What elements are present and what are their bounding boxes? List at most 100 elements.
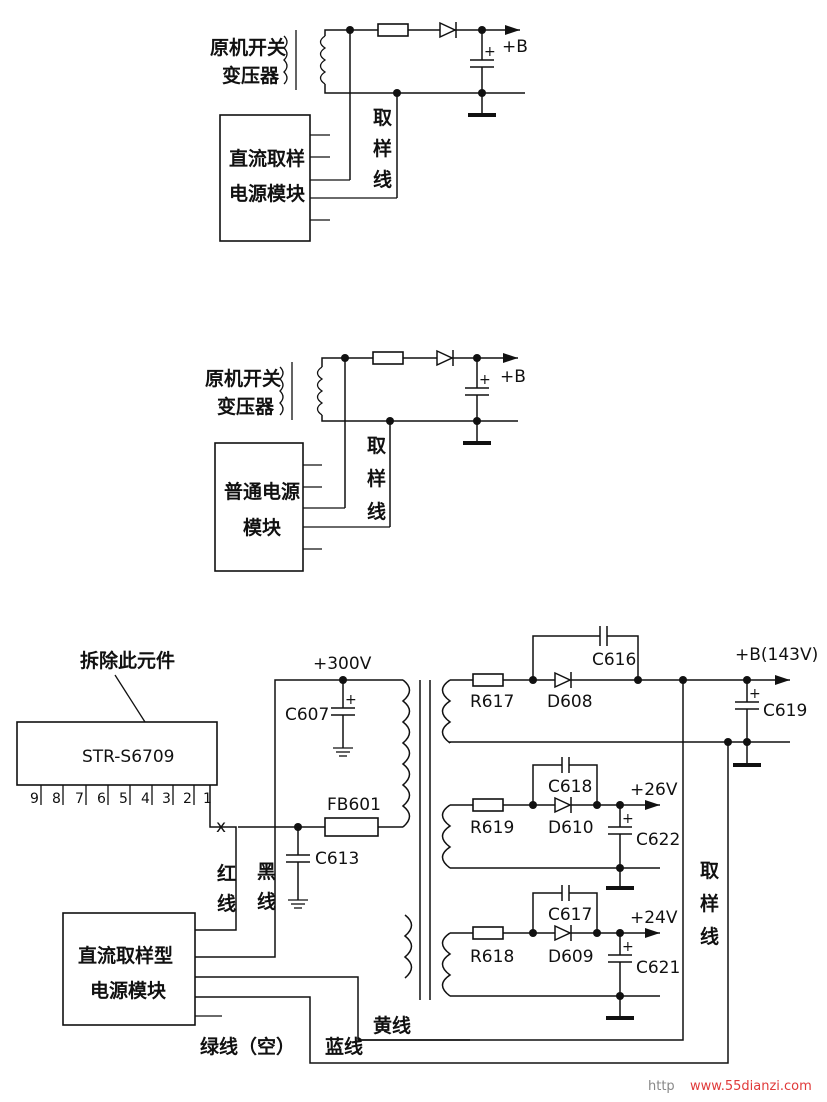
d2-sample-label-3: 线: [367, 500, 386, 523]
d1-module-label-2: 电源模块: [229, 182, 306, 205]
r617: [472, 673, 504, 687]
d3-module-label-2: 电源模块: [90, 979, 167, 1002]
v24-label: +24V: [630, 908, 678, 928]
diagram-1: 原机开关 变压器 +B + 直流取样 电源模块 取 样: [210, 21, 528, 242]
c616-label: C616: [592, 650, 636, 670]
remove-note: 拆除此元件: [80, 649, 175, 672]
ic-pin-label: 4: [141, 791, 150, 807]
c618-label: C618: [548, 777, 592, 797]
ic-pin-label: 1: [203, 791, 212, 807]
blue-wire: [195, 742, 729, 1064]
d609: [554, 924, 572, 942]
d1-sample-label-3: 线: [373, 168, 392, 191]
black-wire: [274, 679, 403, 938]
d2-module: [214, 442, 304, 572]
primary-coil: [401, 679, 411, 828]
d1-output-label: +B: [502, 37, 528, 57]
d3-module: [62, 912, 196, 1026]
d1-module: [219, 114, 311, 242]
r617-label: R617: [470, 692, 514, 712]
diagram-2: 原机开关 变压器 +B + 普通电源 模块 取 样 线: [205, 349, 526, 572]
d1-sample-label-1: 取: [373, 107, 392, 129]
diagram-3: 拆除此元件 STR-S6709 9 8 7 6 5 4 3 2 1 x +300…: [16, 626, 818, 1064]
ic-pin-label: 2: [183, 791, 192, 807]
d2-sample-label-2: 样: [367, 467, 386, 490]
ic-pins: 9 8 7 6 5 4 3 2 1: [30, 785, 212, 807]
x-mark: x: [216, 817, 226, 837]
black-label-1: 黑: [257, 861, 276, 883]
d1-top-wire: [324, 29, 520, 36]
red-label-2: 线: [217, 892, 236, 915]
svg-text:+: +: [622, 939, 634, 955]
r619: [472, 798, 504, 812]
ic-pin-label: 9: [30, 791, 39, 807]
ic-label: STR-S6709: [82, 747, 175, 767]
yellow-label: 黄线: [373, 1014, 411, 1037]
d1-primary-coil: [283, 35, 288, 85]
d3-module-label-1: 直流取样型: [78, 944, 173, 967]
svg-text:+: +: [345, 692, 357, 708]
red-wire: [195, 826, 237, 931]
ic-pin-label: 7: [75, 791, 84, 807]
ic-pin-label: 3: [162, 791, 171, 807]
b-out-label: +B(143V): [735, 645, 818, 665]
ic-pin-label: 6: [97, 791, 106, 807]
d1-resistor: [377, 23, 409, 37]
v26-label: +26V: [630, 780, 678, 800]
ic-str-s6709: [16, 721, 218, 786]
d1-transformer-label-2: 变压器: [222, 64, 280, 87]
d3-sample-label-3: 线: [700, 925, 719, 948]
remove-note-pointer: [114, 674, 146, 723]
d2-module-label-1: 普通电源: [224, 480, 300, 503]
c613-label: C613: [315, 849, 359, 869]
red-label-1: 红: [217, 862, 236, 885]
fb601: [324, 817, 379, 837]
black-label-2: 线: [257, 890, 276, 913]
svg-text:+: +: [749, 686, 761, 702]
d1-sample-label-2: 样: [373, 137, 392, 160]
d1-diode: [439, 21, 457, 39]
svg-text:+: +: [622, 811, 634, 827]
d3-sample-label-1: 取: [700, 860, 719, 882]
d2-transformer-label-1: 原机开关: [205, 367, 281, 390]
d609-label: D609: [548, 947, 594, 967]
r619-label: R619: [470, 818, 514, 838]
blue-label: 蓝线: [325, 1035, 363, 1058]
d2-output-label: +B: [500, 367, 526, 387]
r618: [472, 926, 504, 940]
d1-module-label-1: 直流取样: [229, 147, 305, 170]
d2-diode: [436, 349, 454, 367]
d1-bottom-wire: [324, 84, 525, 94]
aux-coil: [403, 914, 413, 979]
d1-secondary-coil: [319, 35, 327, 85]
d608: [554, 671, 572, 689]
svg-text:+: +: [479, 372, 491, 388]
d2-module-label-2: 模块: [243, 516, 282, 539]
svg-text:+: +: [484, 44, 496, 60]
c622-label: C622: [636, 830, 680, 850]
d1-output-arrow: [505, 25, 520, 35]
v300-label: +300V: [313, 654, 372, 674]
ic-pin-label: 5: [119, 791, 128, 807]
c621-label: C621: [636, 958, 680, 978]
sec-coil-26v: [441, 804, 452, 869]
c617-label: C617: [548, 905, 592, 925]
fb601-label: FB601: [327, 795, 381, 815]
watermark: www.55dianzi.com: [690, 1079, 812, 1094]
watermark-prefix: http: [648, 1079, 675, 1094]
sec-coil-24v: [441, 932, 452, 997]
d3-sample-label-2: 样: [700, 892, 719, 915]
ic-pin-label: 8: [52, 791, 61, 807]
sec-coil-b: [441, 679, 452, 744]
c619-label: C619: [763, 701, 807, 721]
c607-label: C607: [285, 705, 329, 725]
r618-label: R618: [470, 947, 514, 967]
d608-label: D608: [547, 692, 593, 712]
d610: [554, 796, 572, 814]
d2-transformer-label-2: 变压器: [217, 395, 275, 418]
green-label: 绿线（空）: [200, 1035, 295, 1058]
d2-resistor: [372, 351, 404, 365]
d610-label: D610: [548, 818, 594, 838]
d2-sample-label-1: 取: [367, 435, 386, 457]
